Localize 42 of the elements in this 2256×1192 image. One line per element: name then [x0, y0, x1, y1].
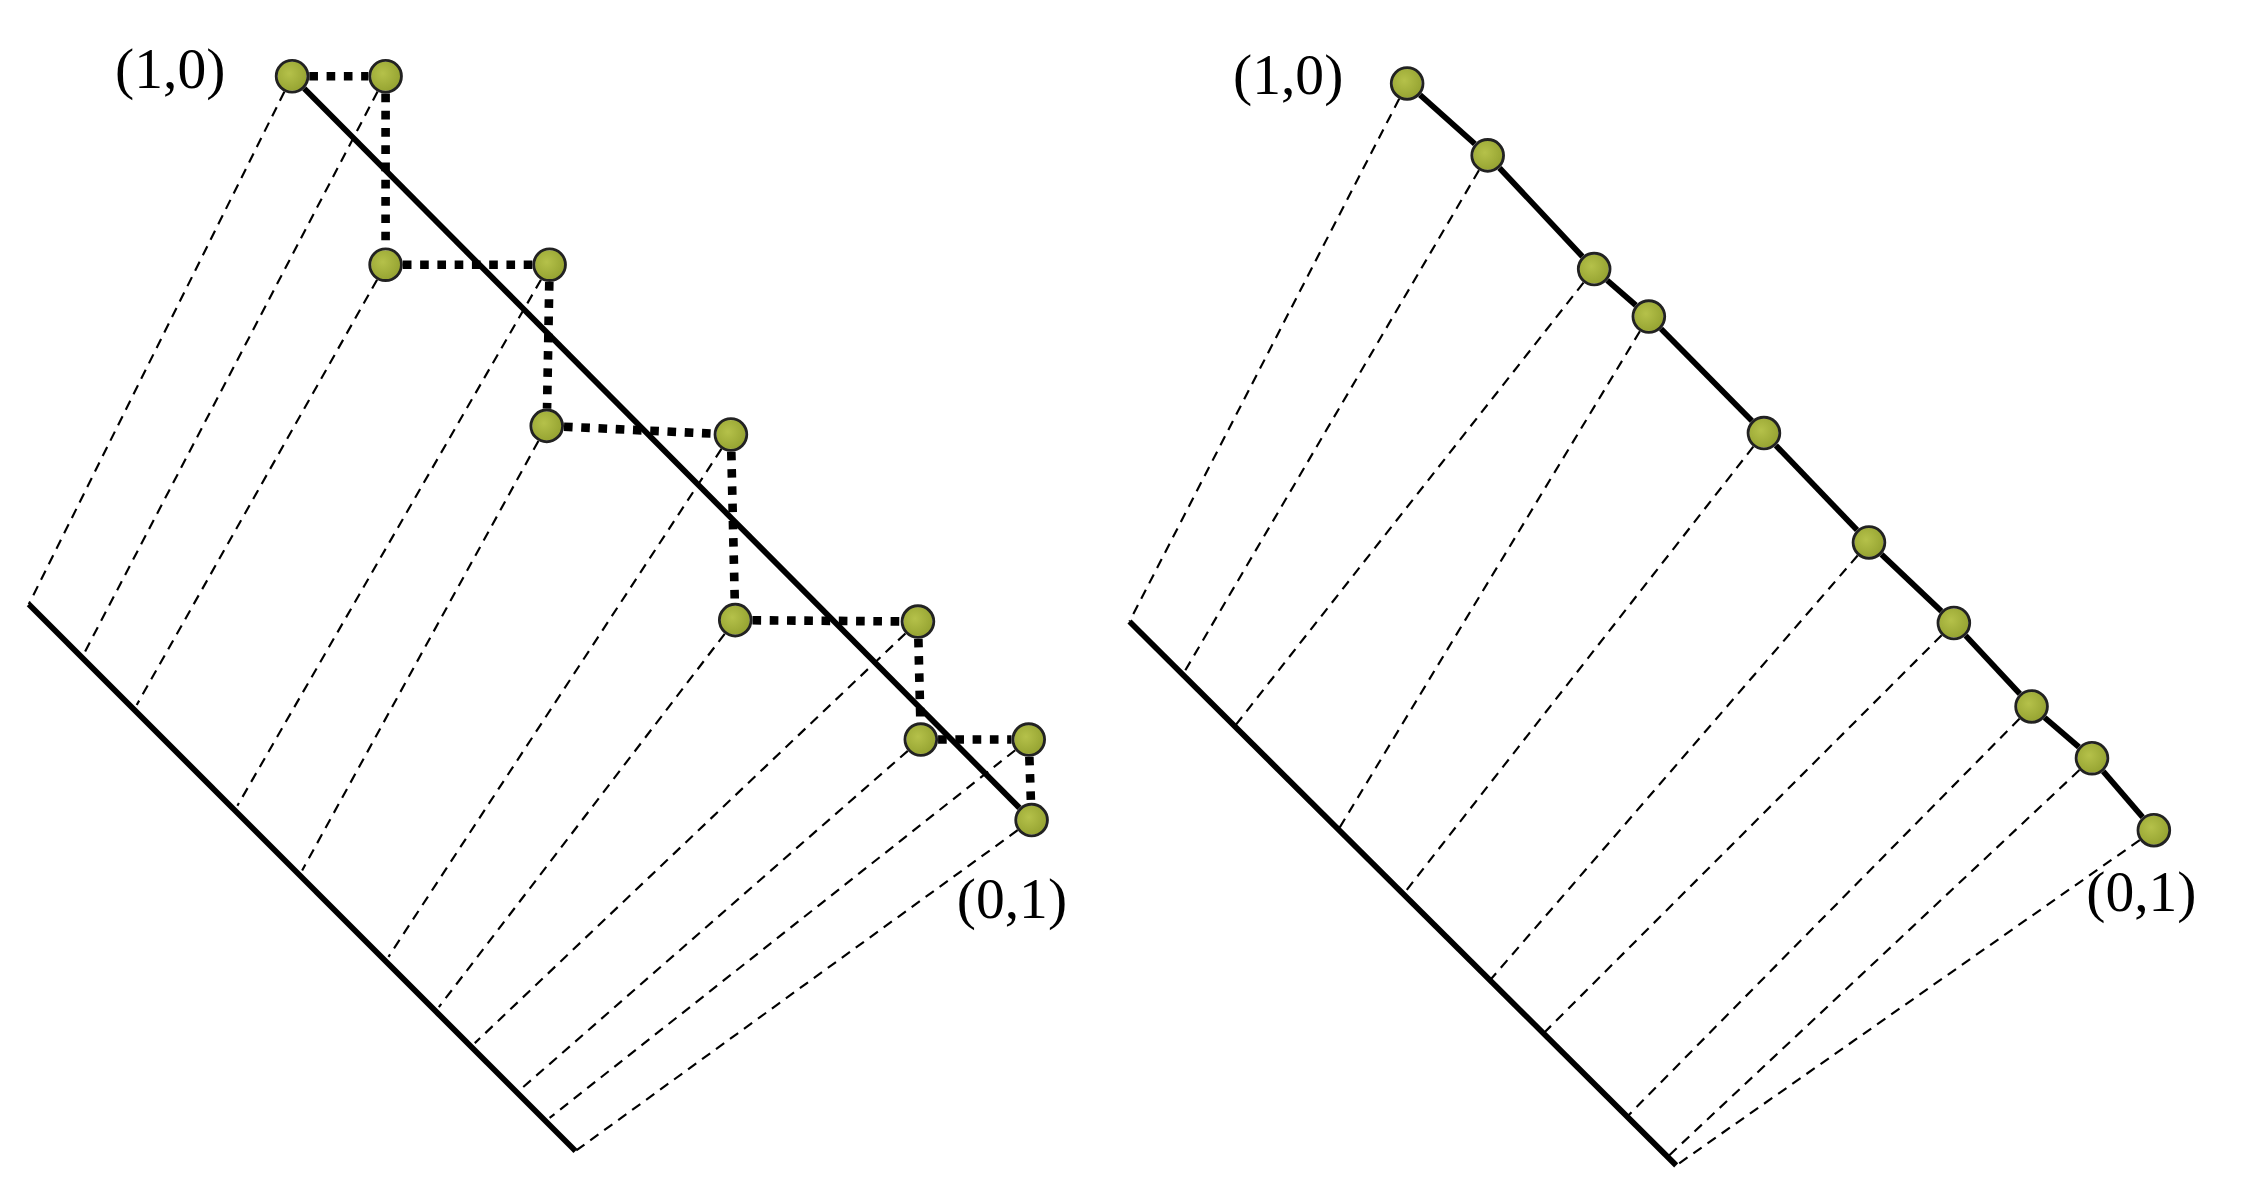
coordinate-label: (1,0) [1233, 46, 1344, 104]
point-marker [532, 247, 567, 282]
solid-line [2101, 769, 2145, 819]
point-marker [368, 59, 403, 94]
solid-line [1605, 278, 1638, 308]
point-marker [529, 408, 564, 444]
solid-line [1658, 326, 1754, 423]
solid-line [1773, 443, 1860, 532]
point-marker [1746, 415, 1782, 451]
point-marker [1631, 299, 1667, 334]
solid-line [2042, 715, 2081, 750]
solid-line [1879, 552, 1944, 614]
dotted-line [309, 71, 369, 81]
point-marker [368, 247, 403, 282]
point-marker [2074, 740, 2110, 776]
point-marker [717, 602, 753, 638]
solid-line [1497, 166, 1585, 259]
dotted-line [938, 735, 1012, 744]
point-marker [900, 604, 936, 639]
dotted-line [1025, 756, 1036, 803]
point-marker [713, 417, 749, 452]
point-marker [903, 722, 939, 757]
dotted-line [402, 260, 533, 270]
point-marker [2136, 812, 2172, 848]
point-marker [2014, 689, 2049, 724]
point-marker [1936, 605, 1972, 641]
dotted-line [563, 422, 714, 438]
coordinate-label: (1,0) [115, 40, 226, 98]
dotted-line [752, 615, 901, 626]
point-marker [1851, 525, 1887, 560]
coordinate-label: (0,1) [2086, 863, 2197, 921]
point-marker [1389, 66, 1425, 101]
point-marker [1014, 802, 1049, 838]
coordinate-label: (0,1) [956, 870, 1068, 928]
point-marker [1576, 251, 1612, 287]
solid-line [302, 86, 1022, 810]
point-marker [1011, 722, 1046, 757]
solid-line [1963, 633, 2022, 696]
point-marker [1470, 138, 1505, 173]
solid-line [1418, 92, 1477, 147]
point-marker [274, 59, 310, 94]
dotted-line [542, 281, 554, 409]
